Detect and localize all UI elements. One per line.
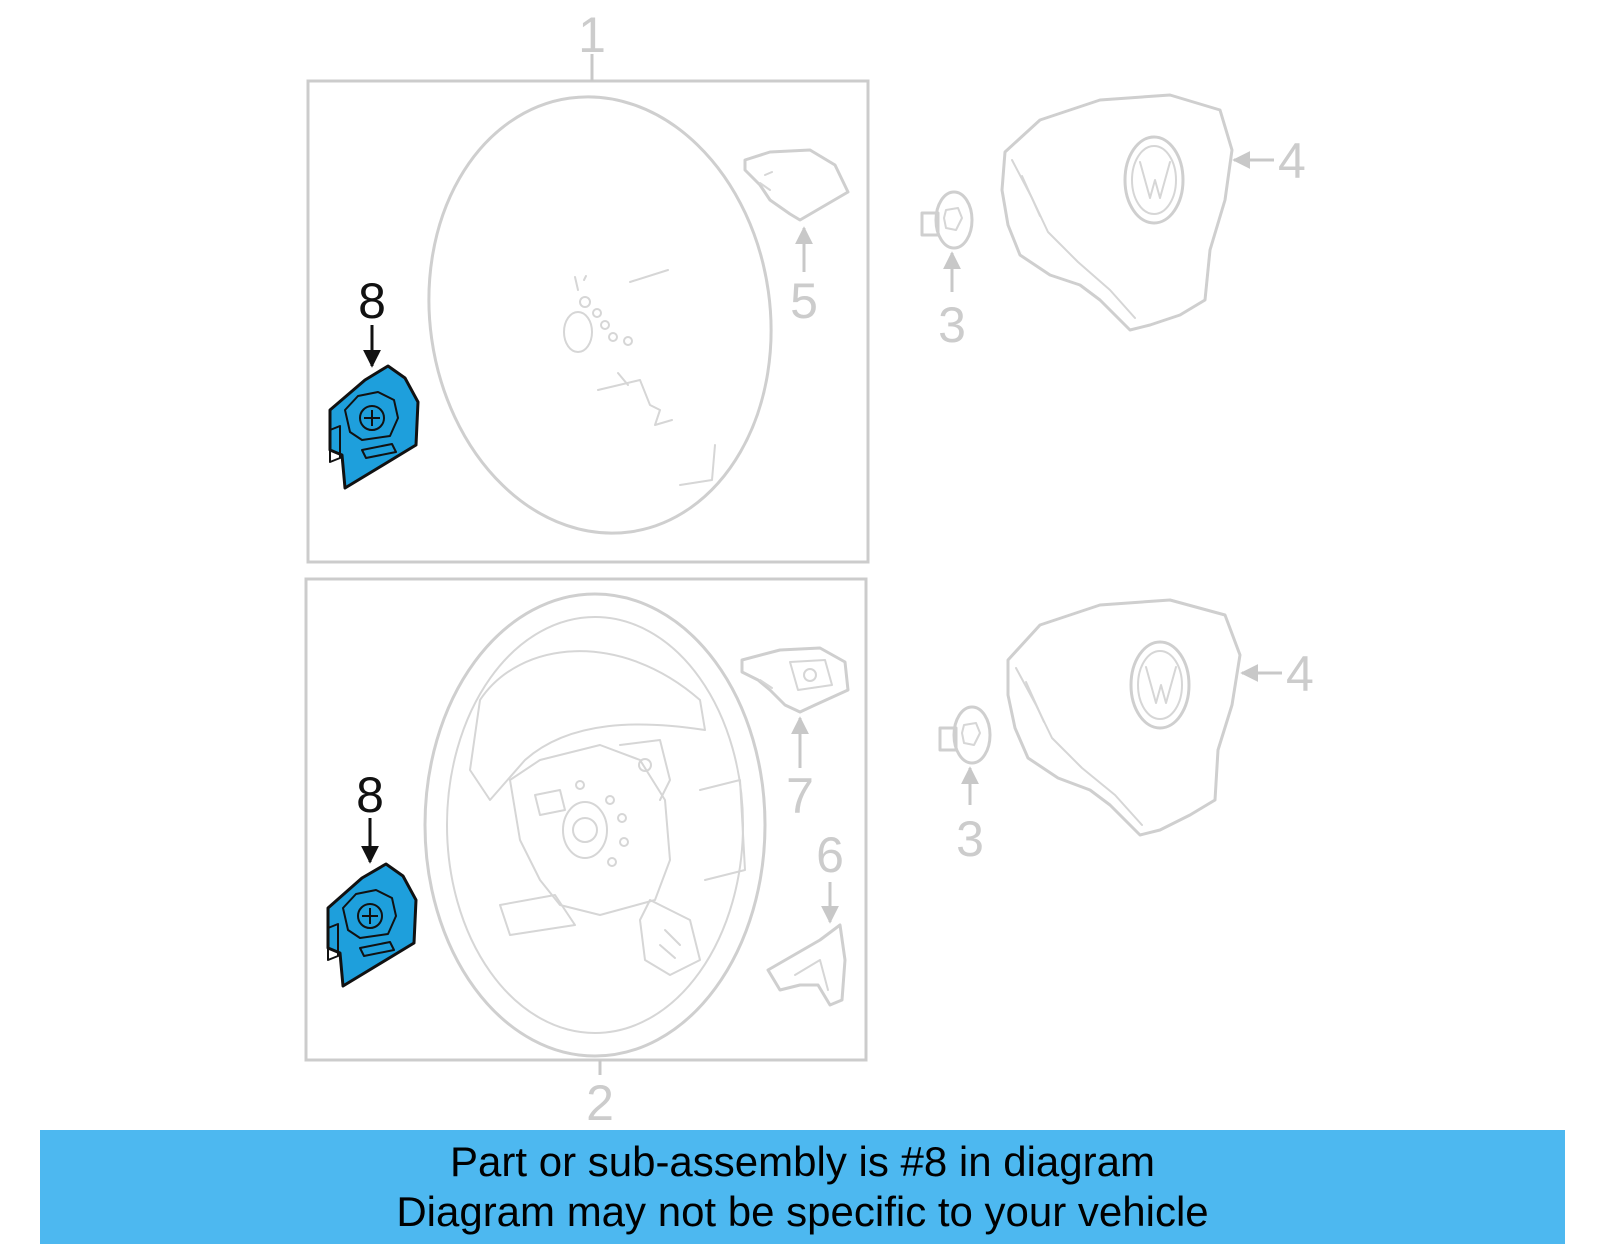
torx-bolt-bottom	[938, 705, 992, 765]
vw-logo-icon-bottom	[1129, 640, 1191, 730]
switch-8-bottom	[326, 862, 418, 988]
trim-cover-5	[743, 148, 850, 222]
steering-wheel-bottom	[423, 592, 767, 1058]
callout-6: 6	[816, 827, 844, 883]
vw-logo-icon-top	[1123, 135, 1185, 225]
steering-wheel-top	[427, 95, 773, 535]
banner-line-1: Part or sub-assembly is #8 in diagram	[450, 1138, 1155, 1185]
assembly-2-group: 2 7	[304, 577, 868, 1131]
assembly-1-group: 1 5	[306, 7, 870, 564]
callout-8-top: 8	[358, 273, 386, 329]
assembly-2-frame	[304, 577, 868, 1062]
switch-8-top	[328, 364, 420, 490]
callout-2: 2	[586, 1075, 614, 1131]
assembly-1-frame	[306, 79, 870, 564]
callout-3-top: 3	[938, 297, 966, 353]
callout-4-bottom: 4	[1286, 646, 1314, 702]
callout-7: 7	[786, 768, 814, 824]
torx-bolt-top	[920, 190, 974, 250]
airbag-module-bottom	[1006, 598, 1242, 837]
callout-1: 1	[578, 7, 606, 63]
callout-5: 5	[790, 273, 818, 329]
switch-7	[740, 646, 850, 714]
trim-piece-6	[766, 923, 847, 1007]
info-banner: Part or sub-assembly is #8 in diagram Di…	[40, 1130, 1565, 1244]
airbag-module-top	[1000, 93, 1234, 332]
callout-8-bottom: 8	[356, 767, 384, 823]
banner-line-2: Diagram may not be specific to your vehi…	[396, 1188, 1209, 1235]
callout-3-bottom: 3	[956, 811, 984, 867]
callout-4-top: 4	[1278, 133, 1306, 189]
